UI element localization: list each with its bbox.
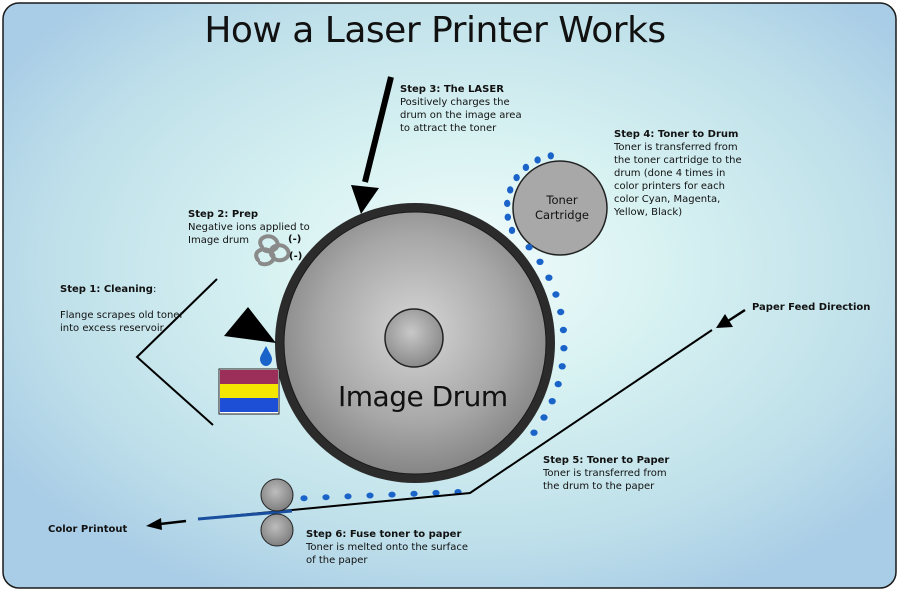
toner-particle bbox=[560, 345, 568, 352]
step1-line2: into excess reservoir bbox=[60, 323, 164, 334]
step3-line3: to attract the toner bbox=[400, 123, 497, 134]
step4-heading: Step 4: Toner to Drum bbox=[614, 129, 739, 140]
step5-callout: Step 5: Toner to Paper Toner is transfer… bbox=[543, 454, 703, 493]
toner-particle bbox=[554, 380, 562, 388]
step1-line1: Flange scrapes old toner bbox=[60, 310, 184, 321]
step6-line1: Toner is melted onto the surface bbox=[306, 542, 468, 553]
toner-particle bbox=[388, 491, 396, 498]
step6-line2: of the paper bbox=[306, 555, 368, 566]
step4-line2: the toner cartridge to the bbox=[614, 155, 742, 166]
step5-line1: Toner is transferred from bbox=[543, 468, 667, 479]
toner-cartridge-label: Toner Cartridge bbox=[510, 193, 614, 223]
ion-charge-1: (-) bbox=[288, 234, 302, 245]
step3-heading: Step 3: The LASER bbox=[400, 84, 504, 95]
step2-callout: Step 2: Prep Negative ions applied to Im… bbox=[188, 208, 328, 247]
step6-callout: Step 6: Fuse toner to paper Toner is mel… bbox=[306, 528, 506, 567]
toner-drop-icon bbox=[260, 346, 272, 366]
step3-callout: Step 3: The LASER Positively charges the… bbox=[400, 83, 550, 135]
toner-cartridge bbox=[512, 160, 608, 256]
toner-particle bbox=[322, 494, 330, 501]
output-arrow bbox=[146, 518, 187, 530]
image-drum-hub bbox=[384, 308, 444, 368]
step3-line2: drum on the image area bbox=[400, 110, 522, 121]
image-drum-label: Image Drum bbox=[338, 380, 508, 413]
paper-feed-arrow bbox=[716, 308, 746, 328]
toner-particle bbox=[504, 213, 511, 221]
toner-particle bbox=[522, 163, 530, 171]
toner-particle bbox=[545, 274, 553, 281]
toner-cartridge-label-line2: Cartridge bbox=[535, 208, 589, 222]
toner-particle bbox=[508, 226, 516, 234]
step5-line2: the drum to the paper bbox=[543, 481, 655, 492]
toner-particle bbox=[536, 258, 544, 265]
toner-particle bbox=[366, 492, 374, 499]
toner-particle bbox=[540, 414, 548, 421]
output-label: Color Printout bbox=[48, 524, 128, 535]
fuser-roller-top bbox=[260, 478, 294, 512]
toner-particle bbox=[552, 291, 560, 298]
step1-heading: Step 1: Cleaning bbox=[60, 284, 153, 295]
excess-reservoir bbox=[218, 368, 280, 415]
toner-particle bbox=[344, 493, 352, 500]
step4-line1: Toner is transferred from bbox=[614, 142, 738, 153]
toner-particle bbox=[432, 489, 440, 496]
toner-particle bbox=[547, 152, 554, 160]
step1-callout: Step 1: Cleaning: Flange scrapes old ton… bbox=[60, 283, 210, 335]
toner-particle bbox=[559, 326, 568, 334]
step4-line3: drum (done 4 times in bbox=[614, 168, 726, 179]
toner-particle bbox=[525, 244, 533, 251]
step5-heading: Step 5: Toner to Paper bbox=[543, 455, 670, 466]
ion-charge-2: (-) bbox=[289, 251, 303, 262]
toner-particle bbox=[530, 429, 538, 436]
step2-heading: Step 2: Prep bbox=[188, 209, 259, 220]
paper-feed-label: Paper Feed Direction bbox=[752, 302, 871, 313]
step6-heading: Step 6: Fuse toner to paper bbox=[306, 529, 462, 540]
step2-line2: Image drum bbox=[188, 235, 250, 246]
toner-particle bbox=[513, 174, 520, 182]
step2-line1: Negative ions applied to bbox=[188, 222, 310, 233]
cleaning-blade bbox=[224, 307, 276, 343]
toner-particle bbox=[300, 495, 308, 502]
step4-callout: Step 4: Toner to Drum Toner is transferr… bbox=[614, 128, 774, 219]
toner-particle bbox=[548, 398, 556, 405]
cleaning-flange bbox=[135, 278, 218, 426]
diagram-title: How a Laser Printer Works bbox=[204, 10, 666, 51]
step4-line4: color printers for each bbox=[614, 181, 725, 192]
ion-swirl-icon bbox=[254, 234, 291, 267]
step3-line1: Positively charges the bbox=[400, 97, 510, 108]
toner-cartridge-label-line1: Toner bbox=[546, 193, 578, 207]
step4-line6: Yellow, Black) bbox=[614, 207, 683, 218]
toner-particle bbox=[534, 156, 541, 164]
laser-arrow bbox=[351, 76, 394, 214]
fuser-roller-bottom bbox=[260, 513, 294, 547]
toner-particle bbox=[410, 490, 418, 497]
step1-heading-suffix: : bbox=[152, 284, 157, 295]
toner-particle bbox=[557, 308, 565, 316]
printout-paper bbox=[197, 509, 293, 521]
toner-particle bbox=[507, 186, 514, 194]
toner-particle bbox=[558, 363, 566, 370]
toner-particle bbox=[504, 199, 511, 207]
step4-line5: color Cyan, Magenta, bbox=[614, 194, 721, 205]
